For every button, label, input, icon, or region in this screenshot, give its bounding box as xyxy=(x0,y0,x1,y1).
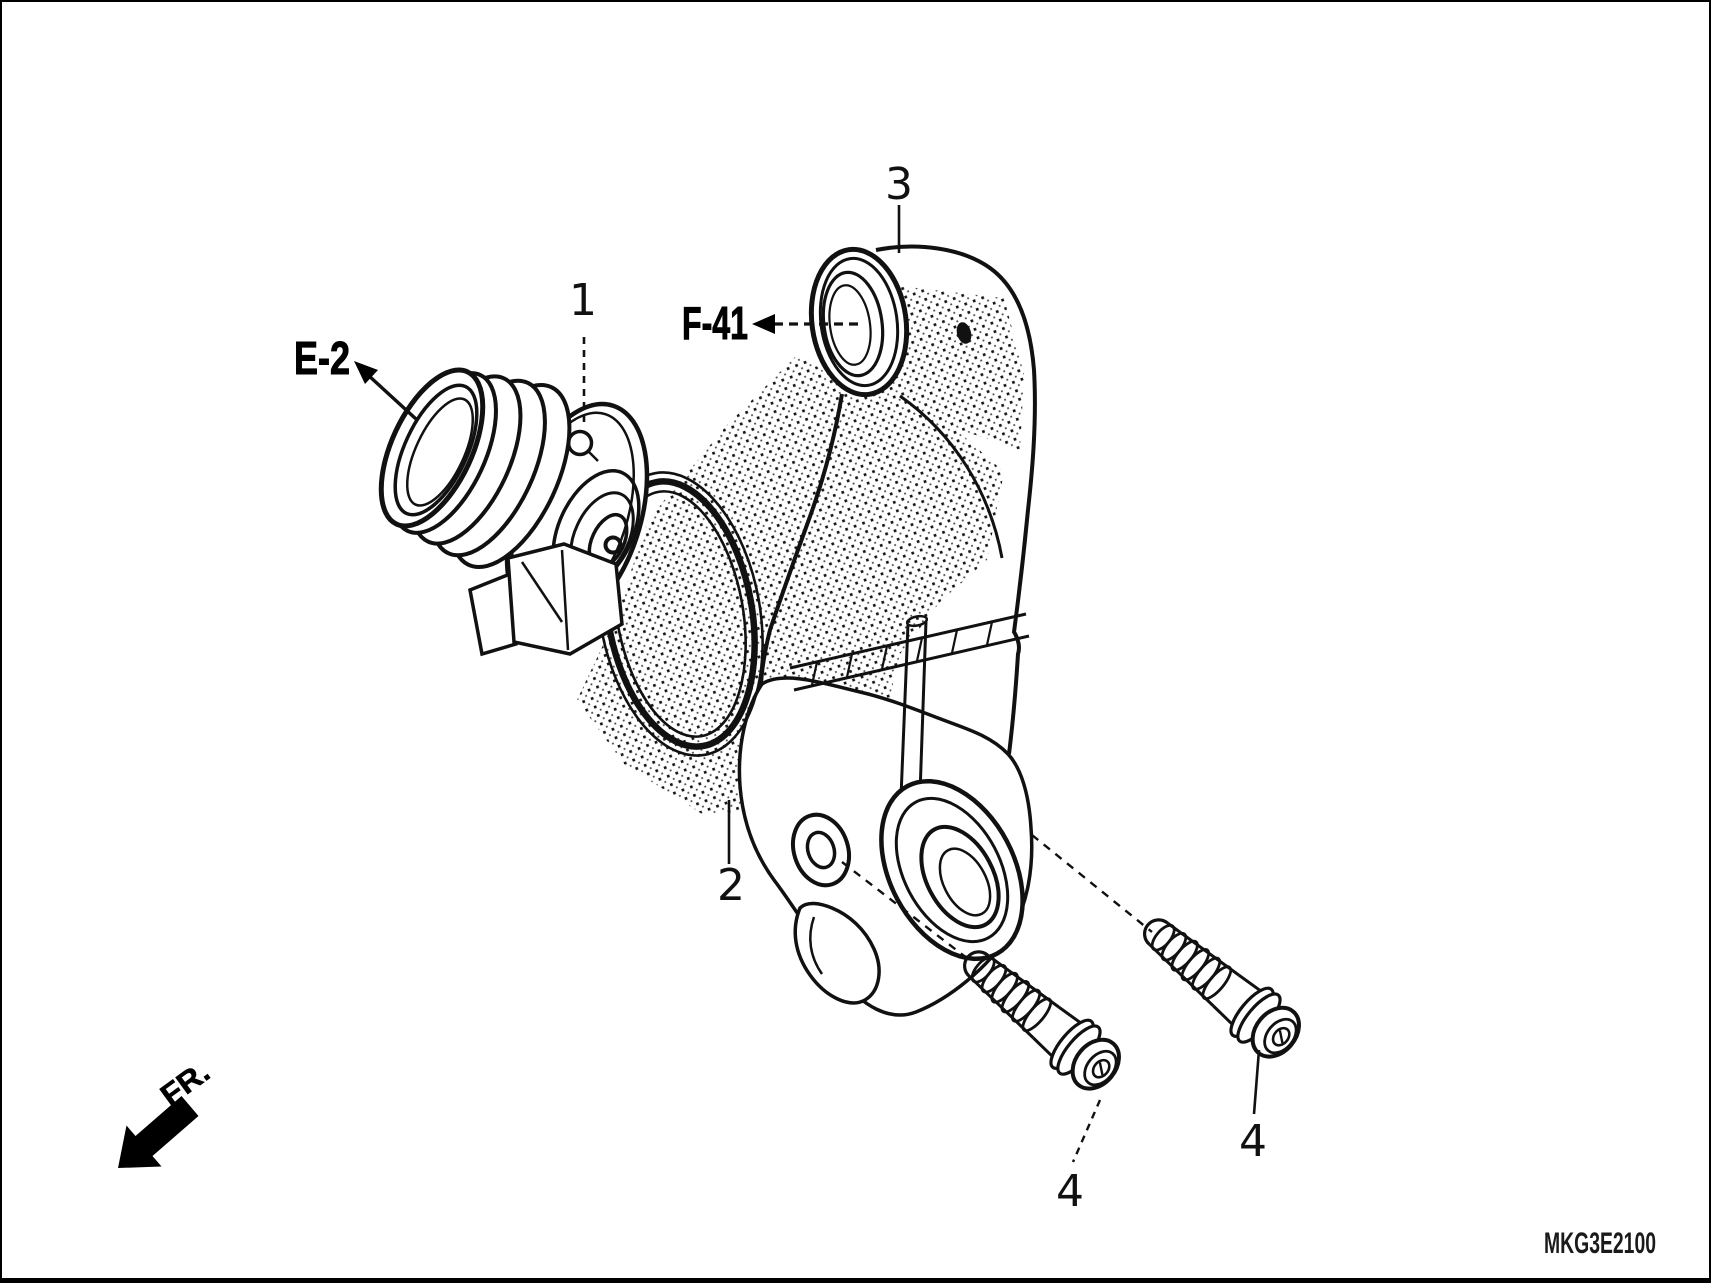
reference-label-e2: E-2 xyxy=(294,332,350,384)
leader-part4-right xyxy=(1252,1049,1261,1115)
leader-bolt-left xyxy=(841,861,973,963)
front-label: FR. xyxy=(155,1055,216,1112)
callout-part4-right: 4 xyxy=(1239,1116,1267,1167)
callout-part3: 3 xyxy=(885,159,913,210)
callout-part2: 2 xyxy=(717,860,745,911)
front-direction-marker: FR. xyxy=(118,1055,216,1168)
cover-elbow-inner-curve xyxy=(899,394,1004,559)
cover-elbow-left-edge xyxy=(759,393,844,685)
leader-bolt-right xyxy=(1031,834,1153,933)
front-arrow xyxy=(118,1096,199,1168)
e2-arrowhead xyxy=(354,361,378,384)
e2-arrow-line xyxy=(366,373,418,421)
reference-label-f41: F-41 xyxy=(682,297,748,349)
bolt-part-4-right xyxy=(1126,899,1313,1071)
thermostat-part-1 xyxy=(378,367,650,657)
cover-bolt-ear xyxy=(791,812,851,888)
callout-part1: 1 xyxy=(569,275,597,326)
leader-part4-left xyxy=(1071,1099,1102,1163)
cover-outlet-rings xyxy=(879,778,1025,962)
cover-casting-hole xyxy=(956,322,972,344)
thermostat-bellows xyxy=(378,367,572,570)
cover-elbow-outline xyxy=(875,244,1037,755)
cover-lower-lug xyxy=(793,901,881,1005)
callout-part4-left: 4 xyxy=(1056,1166,1084,1217)
cover-boss xyxy=(899,614,929,798)
leader-lines xyxy=(582,205,1261,1163)
cover-waist-strap xyxy=(789,612,1030,692)
drawing-code: MKG3E2100 xyxy=(1544,1227,1656,1260)
cover-inlet-opening xyxy=(808,246,910,398)
f41-arrowhead xyxy=(752,314,775,334)
reference-arrows xyxy=(354,314,860,421)
thermostat-cover-part-3 xyxy=(737,244,1037,1017)
thermostat-bracket xyxy=(468,542,624,657)
